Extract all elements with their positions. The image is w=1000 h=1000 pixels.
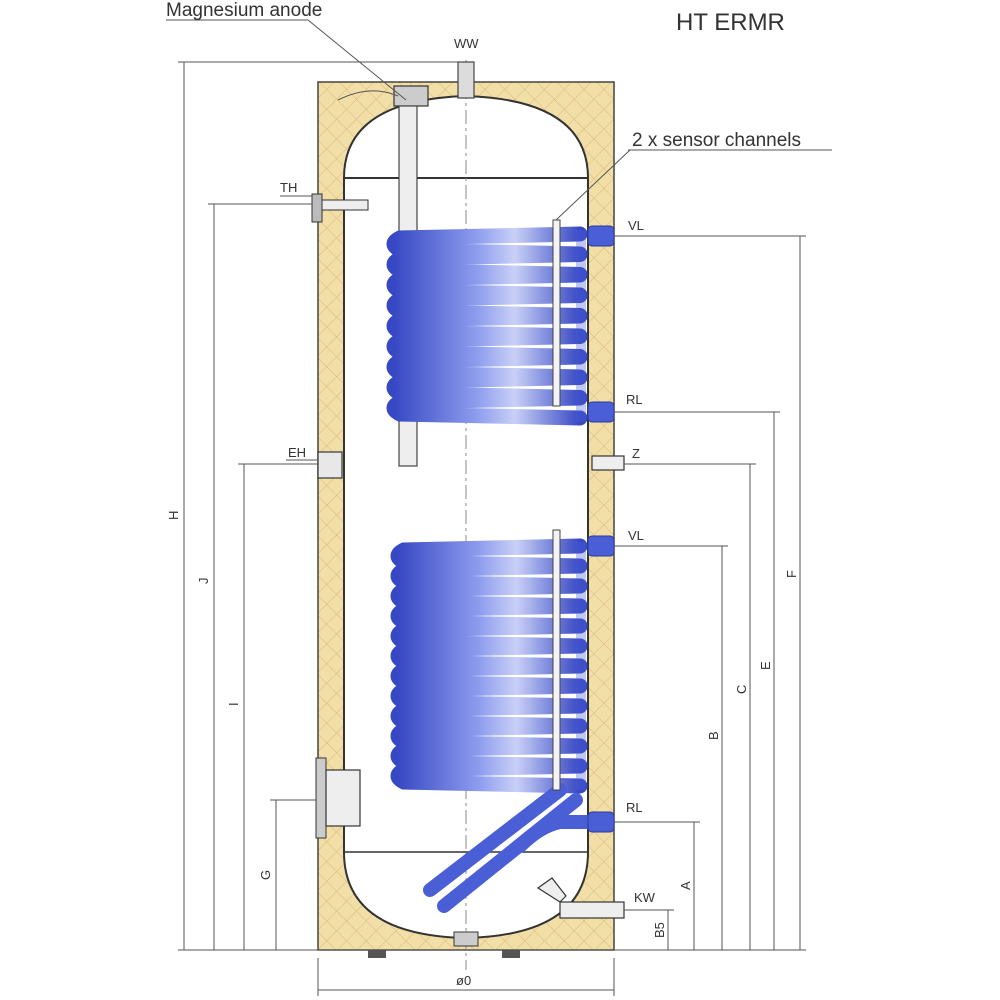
inner-tank [343, 60, 589, 970]
kw-inlet [536, 877, 625, 919]
dim-label-diameter: ø0 [456, 973, 471, 988]
label-rl-bottom: RL [626, 800, 643, 815]
coil-turn [390, 638, 588, 674]
dim-label-b: B [706, 731, 721, 740]
z-port [591, 455, 625, 471]
coil-turn [386, 308, 588, 344]
dim-label-h: H [166, 511, 181, 520]
coil-turn [386, 226, 588, 262]
coil-turn [386, 247, 588, 282]
sensor-channels [552, 219, 561, 791]
coil-turn [386, 349, 588, 385]
ww-outlet [457, 61, 475, 99]
sensor-callout: 2 x sensor channels [632, 130, 801, 151]
coil-turn [386, 390, 588, 426]
labels: HT ERMR Magnesium anode 2 x sensor chann… [166, 0, 801, 988]
coil-turn [390, 678, 588, 714]
dim-label-j: J [196, 578, 211, 585]
coil-turn [390, 558, 588, 594]
dim-label-e: E [758, 661, 773, 670]
coil-return-tube [576, 230, 586, 422]
coil-turn [390, 598, 588, 634]
label-ww: WW [454, 36, 479, 51]
dim-label-f: F [784, 570, 799, 578]
thermometer-port [311, 193, 369, 223]
coil-return-pipe [513, 815, 595, 853]
diagram-title: HT ERMR [676, 9, 785, 36]
anode-callout: Magnesium anode [166, 0, 322, 21]
dim-label-i: I [226, 702, 241, 706]
label-rl-top: RL [626, 392, 643, 407]
dim-label-a: A [678, 881, 693, 890]
dim-label-g: G [258, 870, 273, 880]
coil-turn [390, 698, 588, 734]
upper-heat-exchanger-coil [386, 226, 588, 426]
label-vl-top: VL [628, 218, 644, 233]
coil-turn [390, 718, 588, 754]
coil-turn [390, 758, 588, 794]
coil-turn [390, 738, 588, 774]
tank-feet [368, 931, 520, 958]
label-vl-bottom: VL [628, 528, 644, 543]
label-th: TH [280, 180, 297, 195]
coil-turn [390, 538, 588, 574]
inspection-flange [315, 757, 361, 839]
dim-label-b5: B5 [652, 922, 667, 938]
coil-return-tube [576, 542, 586, 790]
coil-turn [386, 267, 588, 303]
coil-turn [386, 288, 588, 323]
dim-label-c: C [734, 685, 749, 694]
coil-turn [390, 578, 588, 614]
coil-return-pipe [423, 783, 567, 897]
label-kw: KW [634, 890, 656, 905]
lower-heat-exchanger-coil [390, 538, 595, 913]
eh-port [317, 451, 343, 479]
dimension-lines [166, 19, 832, 996]
coil-turn [390, 618, 588, 654]
label-z: Z [632, 446, 640, 461]
coil-turn [386, 370, 588, 405]
coil-turn [386, 329, 588, 364]
label-eh: EH [288, 445, 306, 460]
coil-turn [390, 658, 588, 694]
